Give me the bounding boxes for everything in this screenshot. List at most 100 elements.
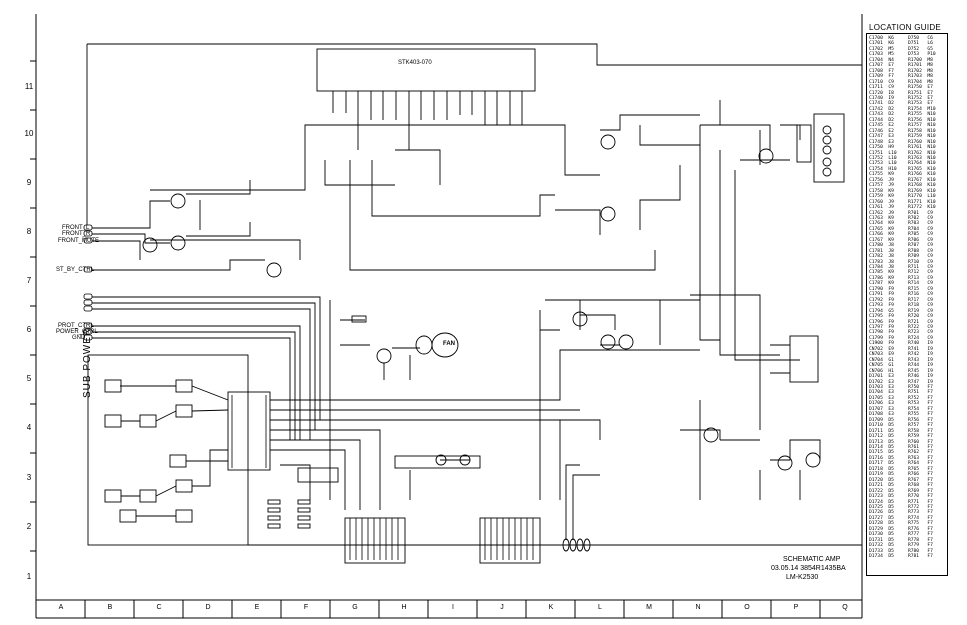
connector-prot-ctrl: PROT_CTRL bbox=[58, 323, 94, 329]
location-guide-entry: R1769 K10 bbox=[908, 188, 936, 194]
location-guide-entry: R741 I9 bbox=[908, 346, 933, 352]
location-guide-entry: C1709 F7 bbox=[869, 74, 894, 80]
location-guide-entry: CN703 E9 bbox=[869, 352, 894, 358]
location-guide-entry: R708 C9 bbox=[908, 248, 933, 254]
location-guide-entry: C1780 J8 bbox=[869, 243, 894, 249]
location-guide-entry: R758 F7 bbox=[908, 428, 933, 434]
location-guide-entry: D1724 D5 bbox=[869, 499, 894, 505]
location-guide-entry: C1708 F7 bbox=[869, 68, 894, 74]
location-guide-entry: R770 F7 bbox=[908, 494, 933, 500]
location-guide-entry: C1700 K6 bbox=[869, 36, 894, 41]
location-guide-entry: R780 F7 bbox=[908, 548, 933, 554]
location-guide-entry: CN704 G1 bbox=[869, 357, 894, 363]
location-guide-entry: R751 F7 bbox=[908, 390, 933, 396]
location-guide-entry: R742 I9 bbox=[908, 352, 933, 358]
location-guide-entry: R747 I9 bbox=[908, 379, 933, 385]
location-guide-entry: CN705 G1 bbox=[869, 363, 894, 369]
fan-label: FAN bbox=[443, 341, 455, 347]
col-label-j: J bbox=[500, 604, 504, 611]
location-guide-entry: R768 F7 bbox=[908, 483, 933, 489]
location-guide-entry: D1712 D5 bbox=[869, 434, 894, 440]
location-guide-entry: R1768 K10 bbox=[908, 183, 936, 189]
location-guide-entry: C1798 F9 bbox=[869, 330, 894, 336]
location-guide-entry: D1715 D5 bbox=[869, 450, 894, 456]
location-guide-entry: R756 F7 bbox=[908, 417, 933, 423]
location-guide-entry: C1790 F9 bbox=[869, 286, 894, 292]
location-guide-entry: C1711 C9 bbox=[869, 85, 894, 91]
location-guide-entry: R1763 N10 bbox=[908, 155, 936, 161]
location-guide-entry: C1751 L10 bbox=[869, 150, 897, 156]
col-label-q: Q bbox=[842, 604, 848, 611]
title-line-2: 03.05.14 3854R1435BA bbox=[771, 565, 846, 572]
location-guide-entry: C1793 F9 bbox=[869, 303, 894, 309]
location-guide-entry: R711 C9 bbox=[908, 265, 933, 271]
location-guide-entry: D1711 D5 bbox=[869, 428, 894, 434]
location-guide-entry: C1710 C9 bbox=[869, 79, 894, 85]
col-label-a: A bbox=[58, 604, 64, 611]
location-guide-entry: R781 F7 bbox=[908, 554, 933, 560]
location-guide-entry: C1900 F9 bbox=[869, 341, 894, 347]
stk403-070-body bbox=[316, 48, 536, 92]
location-guide-entry: R1754 M10 bbox=[908, 106, 936, 112]
location-guide-entry: C1763 K9 bbox=[869, 215, 894, 221]
location-guide-entry: D751 L6 bbox=[908, 41, 933, 47]
location-guide-entry: D1708 E3 bbox=[869, 412, 894, 418]
location-guide-entry: D1719 D5 bbox=[869, 472, 894, 478]
location-guide-entry: R1762 N10 bbox=[908, 150, 936, 156]
location-guide-entry: R722 C9 bbox=[908, 325, 933, 331]
location-guide-entry: R1761 N10 bbox=[908, 145, 936, 151]
col-label-g: G bbox=[352, 604, 358, 611]
location-guide-entry: C1741 D2 bbox=[869, 101, 894, 107]
location-guide-entry: R1770 L10 bbox=[908, 194, 936, 200]
location-guide-entry: R743 I9 bbox=[908, 357, 933, 363]
ic-label: STK403-070 bbox=[398, 60, 432, 66]
location-guide-entry: C1781 J8 bbox=[869, 248, 894, 254]
location-guide-entry: D1701 E3 bbox=[869, 374, 894, 380]
location-guide-entry: D1725 D5 bbox=[869, 504, 894, 510]
location-guide-entry: D1704 E3 bbox=[869, 390, 894, 396]
location-guide-entry: R718 C9 bbox=[908, 303, 933, 309]
location-guide-entry: R1704 M8 bbox=[908, 79, 933, 85]
location-guide-entry: R769 F7 bbox=[908, 488, 933, 494]
location-guide-entry: R777 F7 bbox=[908, 532, 933, 538]
location-guide-entry: R765 F7 bbox=[908, 466, 933, 472]
row-ticks bbox=[30, 60, 36, 552]
row-label-2: 2 bbox=[26, 522, 32, 531]
location-guide-entry: R1757 N10 bbox=[908, 123, 936, 129]
location-guide-entry: R712 C9 bbox=[908, 270, 933, 276]
title-line-3: LM-K2530 bbox=[786, 574, 819, 581]
location-guide-entry: D1703 E3 bbox=[869, 385, 894, 390]
location-guide-entry: CN706 H1 bbox=[869, 368, 894, 374]
location-guide-entry: R761 F7 bbox=[908, 444, 933, 450]
location-guide-entry: R760 F7 bbox=[908, 439, 933, 445]
location-guide-entry: C1702 M5 bbox=[869, 46, 894, 52]
location-guide-entry: R1765 K10 bbox=[908, 166, 936, 172]
location-guide-entry: C1787 K9 bbox=[869, 281, 894, 287]
location-guide-entry: R1702 M8 bbox=[908, 68, 933, 74]
location-guide-entry: C1746 E2 bbox=[869, 128, 894, 134]
location-guide-entry: R754 F7 bbox=[908, 406, 933, 412]
location-guide-entry: D1717 D5 bbox=[869, 461, 894, 467]
location-guide-entry: R773 F7 bbox=[908, 510, 933, 516]
left-terminals bbox=[83, 224, 93, 341]
location-guide-entry: D1706 E3 bbox=[869, 401, 894, 407]
location-guide-entry: D1709 D5 bbox=[869, 417, 894, 423]
location-guide-entry: C1760 J9 bbox=[869, 199, 894, 205]
location-guide-entry: D1723 D5 bbox=[869, 494, 894, 500]
location-guide-entry: C1759 K9 bbox=[869, 194, 894, 200]
location-guide-entry: D750 C6 bbox=[908, 36, 933, 41]
location-guide-entry: R745 I9 bbox=[908, 368, 933, 374]
location-guide-entry: D1707 E3 bbox=[869, 406, 894, 412]
location-guide-entry: C1755 K9 bbox=[869, 172, 894, 178]
location-guide-entry: C1797 F9 bbox=[869, 325, 894, 331]
location-guide-entry: C1740 I9 bbox=[869, 95, 894, 101]
location-guide-entry: C1704 N4 bbox=[869, 57, 894, 63]
row-label-10: 10 bbox=[24, 129, 34, 138]
connector-st-by-ctrl: ST_BY_CTRL bbox=[56, 267, 95, 273]
location-guide-entry: R707 C9 bbox=[908, 243, 933, 249]
location-guide-entry: R772 F7 bbox=[908, 504, 933, 510]
location-guide-entry: R774 F7 bbox=[908, 515, 933, 521]
location-guide-entry: R701 C9 bbox=[908, 210, 933, 216]
